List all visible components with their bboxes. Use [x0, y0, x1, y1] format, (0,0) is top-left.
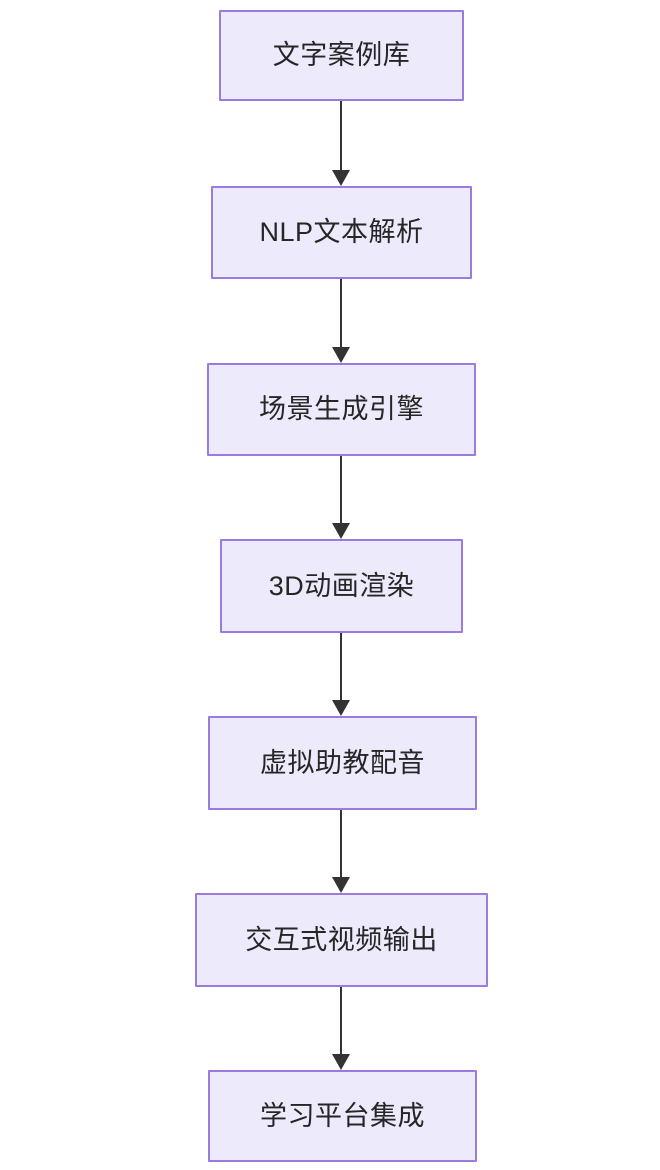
arrowhead-icon	[332, 170, 350, 186]
flow-edge-n5-to-n6	[332, 810, 350, 893]
flow-edge-n1-to-n2	[332, 101, 350, 186]
flow-node-label: 虚拟助教配音	[260, 747, 425, 778]
flow-node-n5[interactable]: 虚拟助教配音	[208, 716, 477, 810]
arrowhead-icon	[332, 1054, 350, 1070]
arrowhead-icon	[332, 347, 350, 363]
flow-node-label: 交互式视频输出	[245, 924, 438, 955]
flow-edge-n2-to-n3	[332, 279, 350, 363]
flow-node-label: 场景生成引擎	[259, 394, 424, 424]
flow-node-n3[interactable]: 场景生成引擎	[207, 363, 476, 456]
arrowhead-icon	[332, 877, 350, 893]
flow-node-label: 3D动画渲染	[268, 570, 415, 601]
flow-node-n6[interactable]: 交互式视频输出	[195, 893, 488, 987]
flow-node-n1[interactable]: 文字案例库	[219, 10, 464, 101]
flow-node-n4[interactable]: 3D动画渲染	[220, 539, 463, 633]
arrowhead-icon	[332, 700, 350, 716]
flow-edge-n6-to-n7	[332, 987, 350, 1070]
flow-edge-n3-to-n4	[332, 456, 350, 539]
flow-node-n7[interactable]: 学习平台集成	[208, 1070, 477, 1162]
flow-node-label: 学习平台集成	[260, 1100, 425, 1131]
flow-node-label: 文字案例库	[272, 40, 411, 70]
flow-edge-n4-to-n5	[332, 633, 350, 716]
flow-node-n2[interactable]: NLP文本解析	[211, 186, 472, 279]
flow-node-label: NLP文本解析	[259, 217, 424, 247]
arrowhead-icon	[332, 523, 350, 539]
